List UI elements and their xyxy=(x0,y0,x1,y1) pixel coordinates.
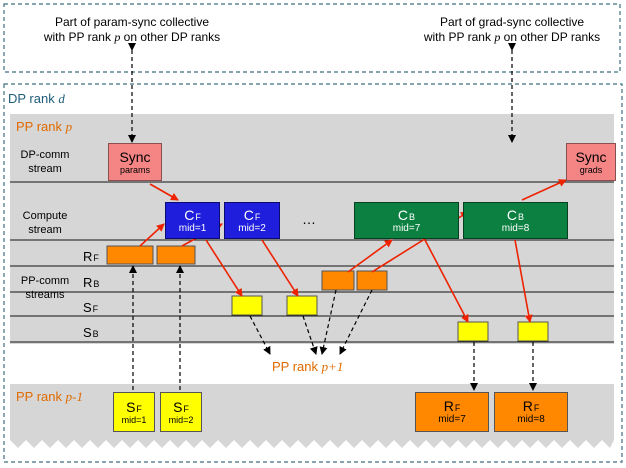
prev-recv-forward-mid7: RF mid=7 xyxy=(415,392,489,432)
compute-forward-mid2: CF mid=2 xyxy=(224,202,280,239)
prev-send-forward-mid2: SF mid=2 xyxy=(160,392,202,432)
compute-stream-label: Compute stream xyxy=(22,210,68,236)
pp-comm-streams-label: PP-comm streams xyxy=(20,275,70,301)
dp-rank-label: DP rank d xyxy=(8,91,65,106)
rf-box-2 xyxy=(156,245,196,265)
sf-stream-label: SF xyxy=(83,300,99,315)
sb-box-2 xyxy=(517,321,549,342)
param-sync-note: Part of param-sync collective with PP ra… xyxy=(22,15,242,45)
rb-box-2 xyxy=(356,270,388,291)
dp-comm-stream-label: DP-comm stream xyxy=(20,149,70,175)
cross-rank-arrows xyxy=(129,265,537,391)
pp-rank-p-minus-1-label: PP rank p-1 xyxy=(16,389,83,404)
sync-params-box: Sync params xyxy=(108,143,162,181)
grad-sync-note-line2: with PP rank p on other DP ranks xyxy=(423,30,601,44)
ellipsis: … xyxy=(302,211,316,227)
pp-rank-p-label: PP rank p xyxy=(16,119,73,134)
pp-rank-p-plus-1-label: PP rank p+1 xyxy=(272,359,344,374)
sb-box-1 xyxy=(457,321,489,342)
grad-sync-note: Part of grad-sync collective with PP ran… xyxy=(402,15,622,45)
compute-backward-mid7: CB mid=7 xyxy=(354,202,459,239)
param-sync-note-line2: with PP rank p on other DP ranks xyxy=(43,30,221,44)
prev-send-forward-mid1: SF mid=1 xyxy=(113,392,155,432)
prev-recv-forward-mid8: RF mid=8 xyxy=(494,392,568,432)
grad-sync-note-line1: Part of grad-sync collective xyxy=(439,15,585,29)
dp-rank-dashed-frame xyxy=(3,83,623,463)
stream-lines xyxy=(10,181,614,343)
sf-box-2 xyxy=(286,295,318,316)
compute-backward-mid8: CB mid=8 xyxy=(463,202,568,239)
rf-stream-label: RF xyxy=(83,249,99,264)
top-dashed-frame xyxy=(3,3,621,73)
rb-stream-label: RB xyxy=(83,275,100,290)
sf-box-1 xyxy=(231,295,263,316)
param-sync-note-line1: Part of param-sync collective xyxy=(54,15,210,29)
sb-stream-label: SB xyxy=(83,325,99,340)
rb-box-1 xyxy=(321,270,355,291)
rf-box-1 xyxy=(106,245,154,265)
sync-grads-box: Sync grads xyxy=(566,143,616,181)
compute-forward-mid1: CF mid=1 xyxy=(165,202,220,239)
